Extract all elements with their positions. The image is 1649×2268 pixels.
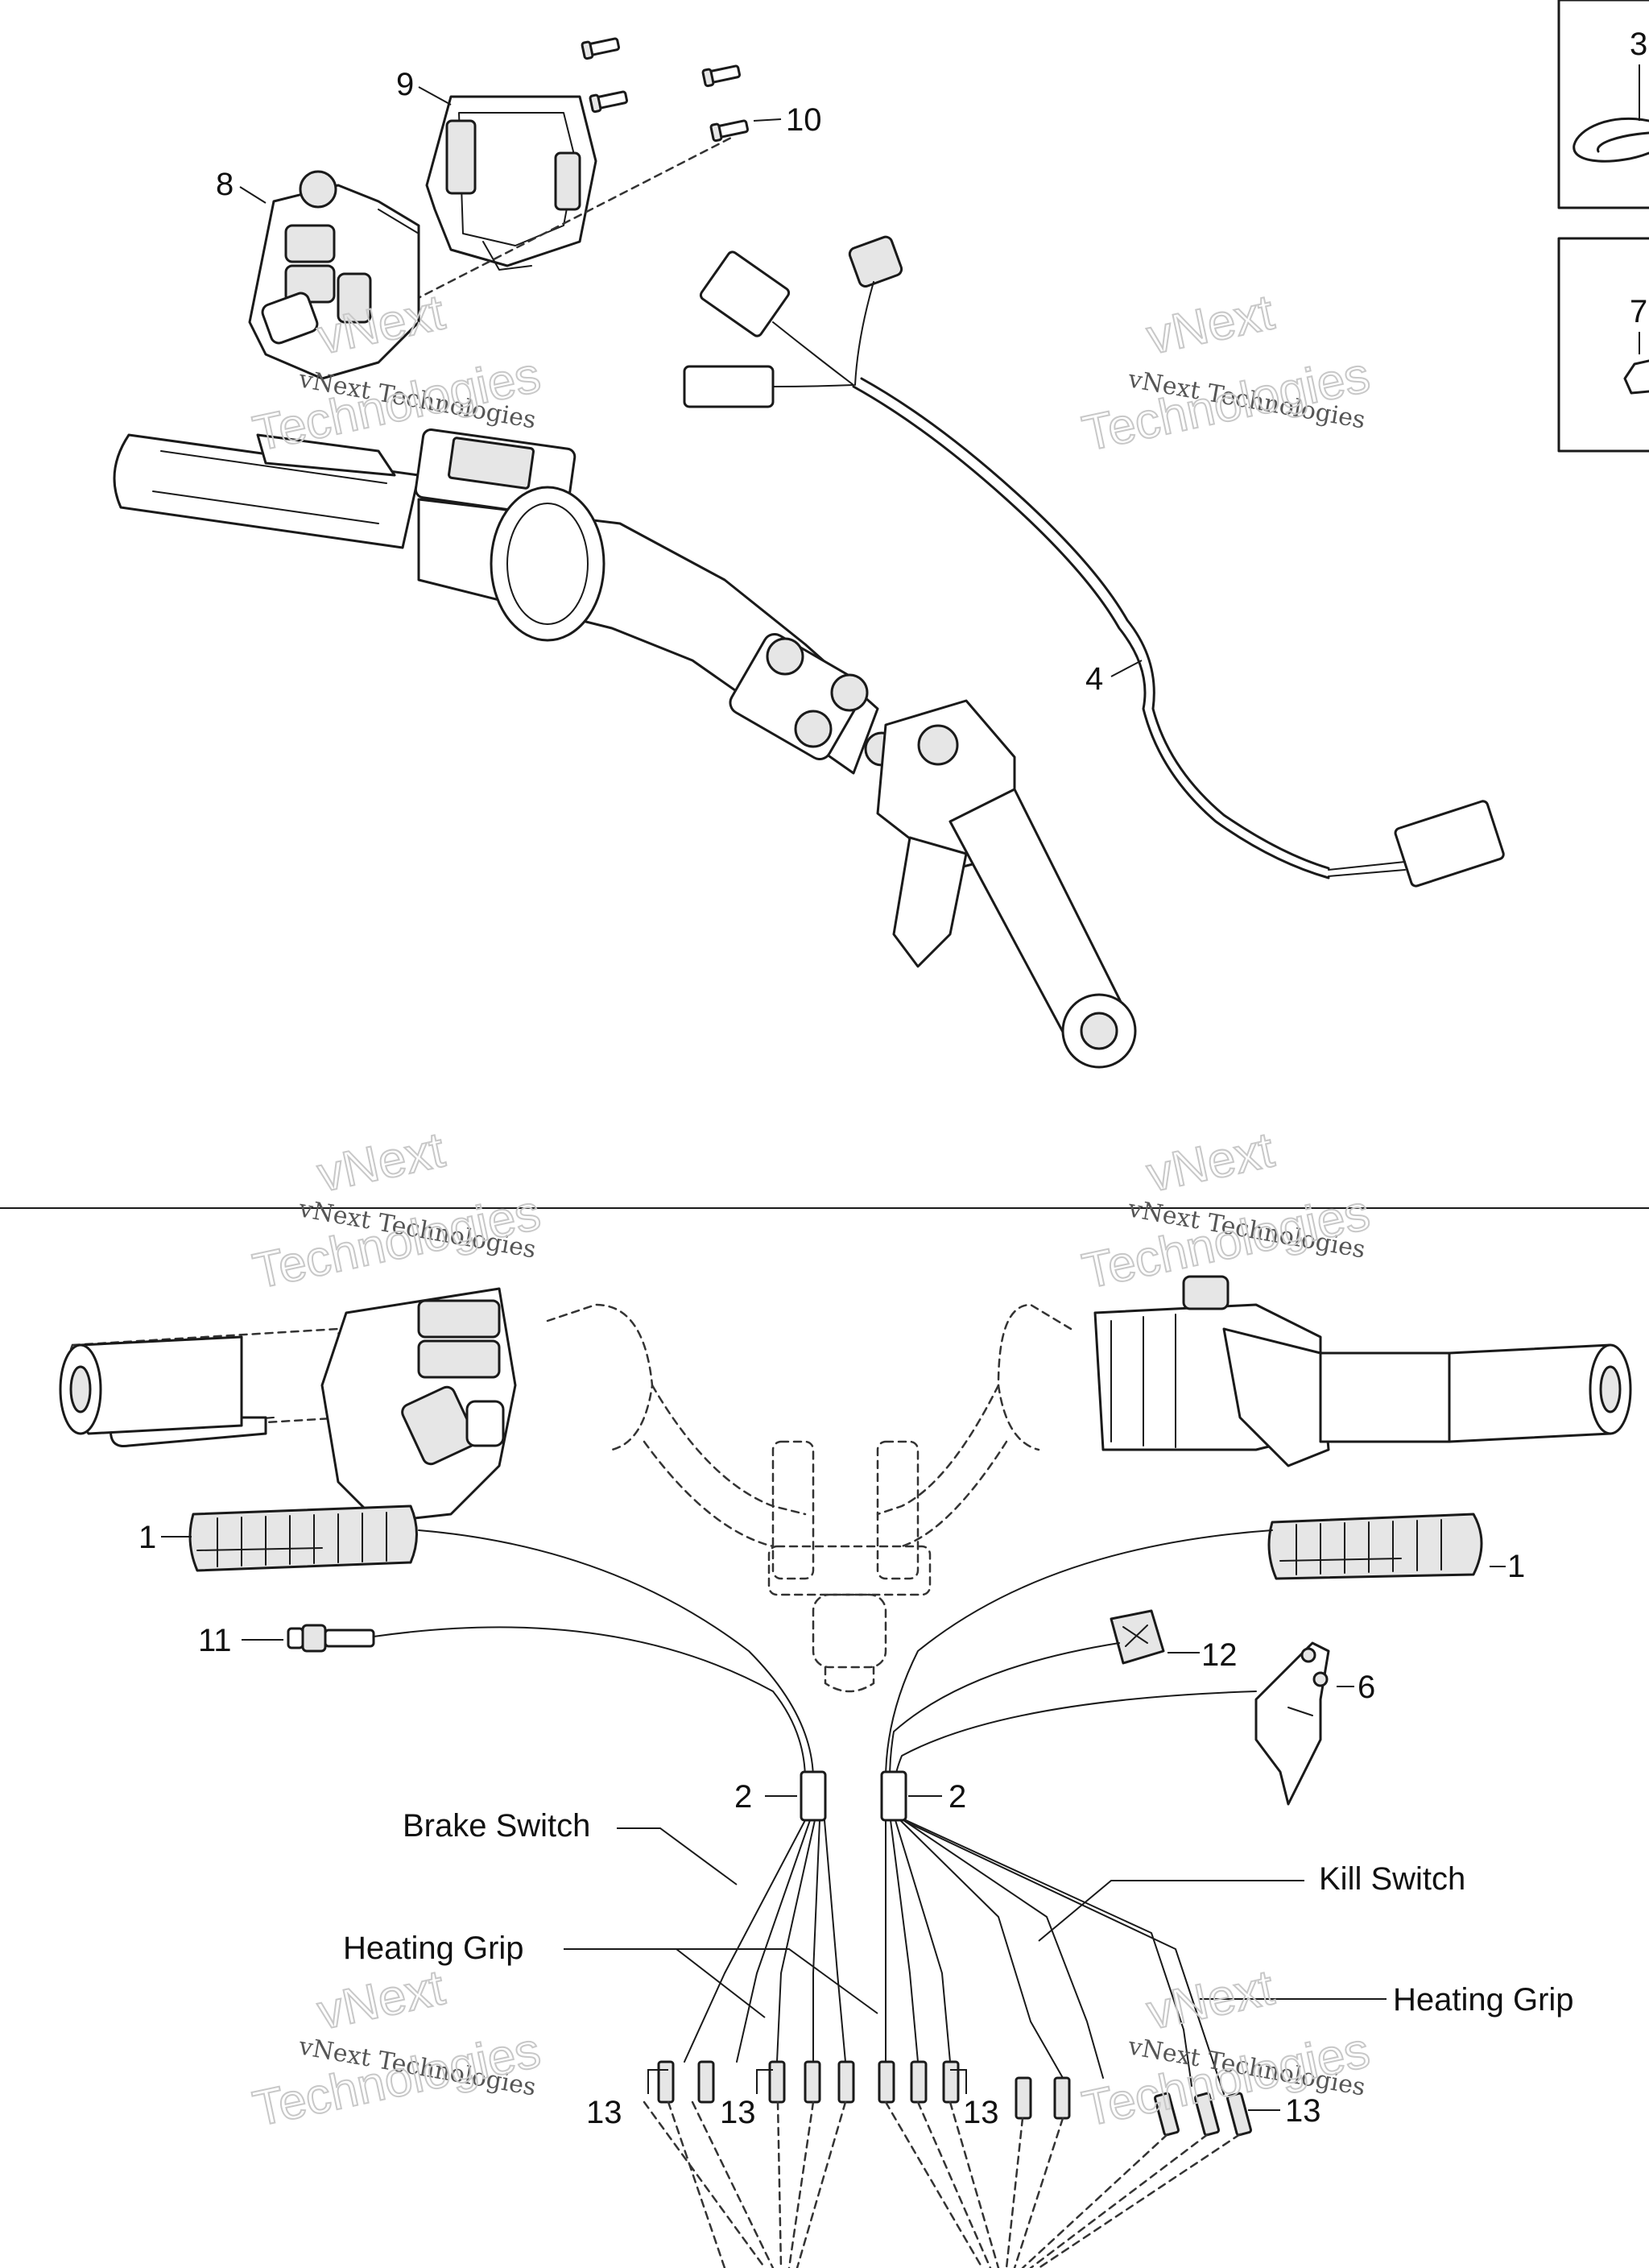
callout-13-b: 13: [720, 2095, 756, 2130]
callout-2-right: 2: [948, 1779, 966, 1815]
callout-13-a: 13: [586, 2095, 622, 2130]
side-panel-part-7: 7: [1557, 237, 1649, 453]
watermark-4: vNext vNext Technologies Technologies: [1077, 1121, 1375, 1300]
side-panel-part-3: 3: [1557, 0, 1649, 209]
switch-pack-part-8: [248, 170, 420, 380]
heating-grip-right-part-1: [1267, 1513, 1483, 1580]
callout-8: 8: [216, 167, 234, 202]
connector-pin-part-11: [287, 1624, 375, 1653]
callout-9: 9: [396, 67, 414, 102]
label-heating-grip-right: Heating Grip: [1393, 1982, 1574, 2018]
callout-11: 11: [198, 1623, 232, 1658]
bracket-part-6: [1254, 1641, 1330, 1806]
cable-tie-icon: [1573, 117, 1649, 163]
svg-text:vNext: vNext: [1143, 1960, 1279, 2040]
svg-text:Technologies: Technologies: [249, 2022, 545, 2138]
right-throttle-assembly: [1093, 1275, 1632, 1467]
watermark-3: vNext vNext Technologies Technologies: [248, 1121, 546, 1300]
callout-10: 10: [786, 102, 822, 138]
svg-text:vNext: vNext: [1143, 1122, 1279, 1202]
callout-1-left: 1: [138, 1520, 156, 1555]
callout-1-right: 1: [1507, 1549, 1525, 1584]
callout-4: 4: [1085, 661, 1103, 697]
label-brake-switch: Brake Switch: [403, 1808, 590, 1844]
harness-left-part-2: [373, 1529, 846, 2063]
clip-icon: [1623, 359, 1649, 395]
dashed-wire-fanout: [643, 2100, 1242, 2268]
callout-6: 6: [1358, 1670, 1375, 1705]
watermark-5: vNext vNext Technologies Technologies: [248, 1959, 546, 2138]
screws-part-10: [581, 37, 750, 143]
switch-cover-part-9: [425, 95, 597, 271]
label-kill-switch: Kill Switch: [1319, 1861, 1465, 1897]
callout-2-left: 2: [734, 1779, 752, 1815]
switch-block-part-12: [1110, 1609, 1165, 1665]
handlebar-top: [113, 428, 1137, 1069]
heating-grip-left-part-1: [188, 1504, 418, 1572]
svg-text:Technologies: Technologies: [1078, 2022, 1374, 2138]
wire-harness-part-4: [683, 235, 1505, 888]
svg-text:vNext: vNext: [1143, 284, 1279, 365]
harness-right-part-2: [880, 1529, 1273, 2095]
callout-3: 3: [1630, 27, 1647, 62]
watermark-6: vNext vNext Technologies Technologies: [1077, 1959, 1375, 2138]
callout-13-c: 13: [963, 2095, 999, 2130]
callout-13-d: 13: [1285, 2093, 1321, 2129]
watermark-2: vNext vNext Technologies Technologies: [1077, 284, 1375, 462]
svg-text:vNext: vNext: [313, 1960, 449, 2040]
left-grip-end: [59, 1335, 243, 1435]
callout-12: 12: [1201, 1637, 1238, 1673]
label-heating-grip-left: Heating Grip: [343, 1931, 524, 1966]
callout-7: 7: [1630, 294, 1647, 329]
svg-text:vNext: vNext: [313, 1122, 449, 1202]
svg-text:Technologies: Technologies: [1078, 347, 1374, 462]
svg-text:Technologies: Technologies: [249, 1185, 545, 1300]
left-switch-pack: [110, 1287, 517, 1524]
